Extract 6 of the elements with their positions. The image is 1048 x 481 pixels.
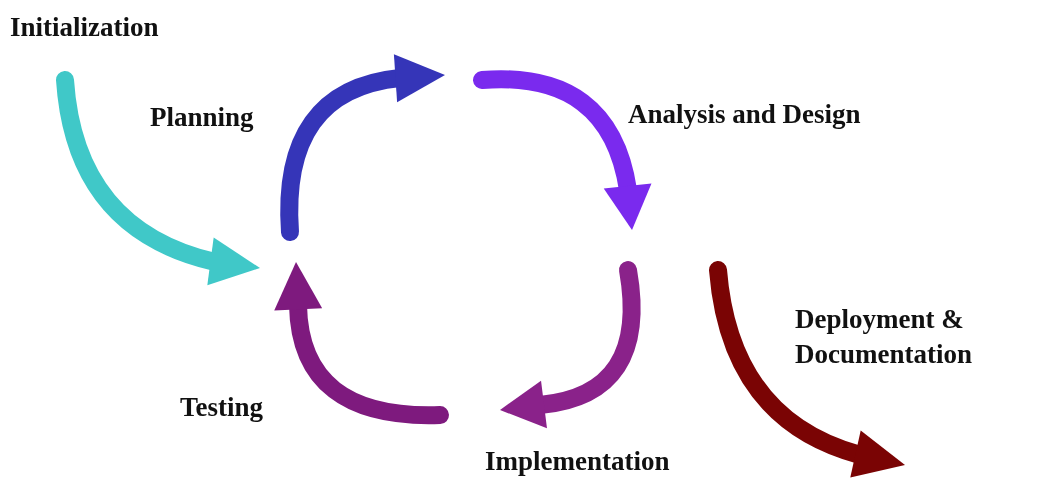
phase-label: Testing — [180, 391, 264, 424]
phase-label: Planning — [150, 101, 254, 134]
phase-label: Implementation — [485, 445, 670, 478]
phase-label: Initialization — [10, 11, 159, 44]
phase-label: Deployment & Documentation — [795, 303, 973, 372]
phase-label: Analysis and Design — [628, 98, 861, 131]
